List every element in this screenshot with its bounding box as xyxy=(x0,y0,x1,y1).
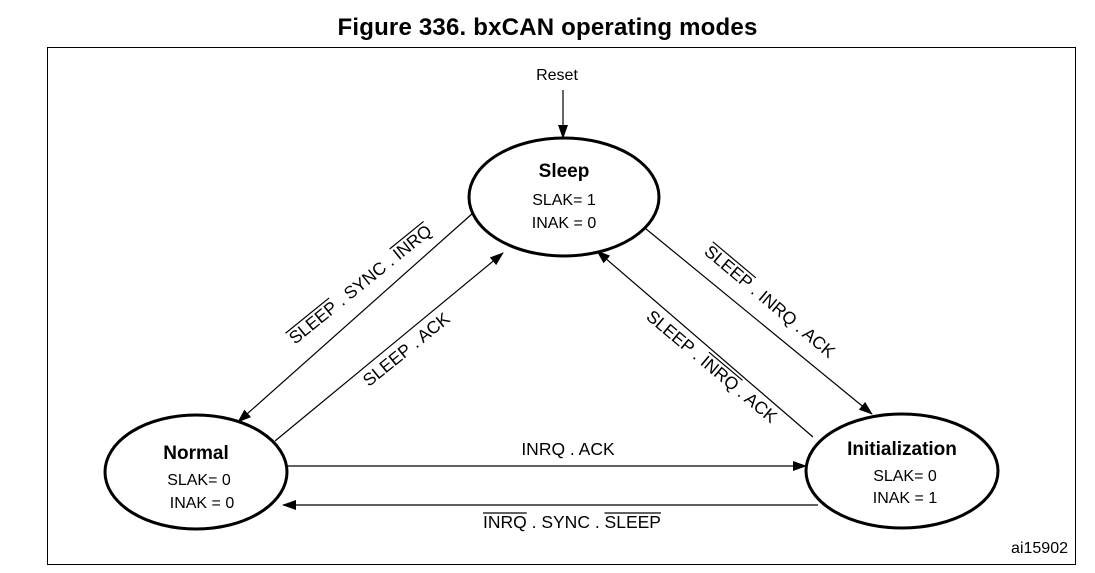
label-part: SLEEP . xyxy=(643,306,710,367)
label-sleep-to-normal: SLEEP . SYNC . INRQ xyxy=(285,221,436,348)
state-sleep: Sleep SLAK= 1 INAK = 0 xyxy=(467,136,661,258)
state-normal: Normal SLAK= 0 INAK = 0 xyxy=(103,413,289,531)
overbar xyxy=(285,297,330,334)
state-normal-inak: INAK = 0 xyxy=(170,495,235,512)
state-normal-name: Normal xyxy=(163,443,228,464)
label-init-to-normal: INRQ . SYNC . SLEEP xyxy=(483,512,661,532)
label-init-to-sleep-text: SLEEP . INRQ . ACK xyxy=(643,306,782,427)
edge-init-to-sleep xyxy=(596,250,814,438)
label-part: INRQ xyxy=(389,221,436,264)
state-sleep-name: Sleep xyxy=(539,161,590,182)
label-part: SLEEP xyxy=(701,241,757,292)
edge-sleep-to-normal xyxy=(237,212,474,423)
label-part: SLEEP xyxy=(285,297,341,348)
overbar xyxy=(712,241,757,279)
label-sleep-to-normal-text: SLEEP . SYNC . INRQ xyxy=(285,221,436,348)
state-initialization-inak: INAK = 1 xyxy=(873,490,938,507)
state-normal-slak: SLAK= 0 xyxy=(167,472,231,489)
state-sleep-inak: INAK = 0 xyxy=(532,215,597,232)
reset-label: Reset xyxy=(536,67,578,84)
label-normal-to-init: INRQ . ACK xyxy=(521,439,615,459)
figure-title: Figure 336. bxCAN operating modes xyxy=(337,14,758,41)
state-initialization: Initialization SLAK= 0 INAK = 1 xyxy=(804,412,1000,530)
state-initialization-slak: SLAK= 0 xyxy=(873,468,937,485)
label-normal-to-sleep-text: SLEEP . ACK xyxy=(359,308,454,390)
label-part: . SYNC . xyxy=(329,248,402,313)
state-initialization-name: Initialization xyxy=(847,439,957,460)
figure-frame xyxy=(47,47,1076,565)
figure-ref-id: ai15902 xyxy=(1011,540,1068,557)
label-init-to-sleep: SLEEP . INRQ . ACK xyxy=(643,306,782,427)
edge-sleep-to-init xyxy=(639,223,873,415)
label-part: INRQ xyxy=(483,512,527,532)
label-normal-to-sleep: SLEEP . ACK xyxy=(359,308,454,390)
label-part: . INRQ . ACK xyxy=(744,277,840,362)
label-sleep-to-init-text: SLEEP . INRQ . ACK xyxy=(701,241,840,362)
overbar xyxy=(389,220,424,250)
overbar xyxy=(708,351,743,381)
label-part: . SYNC . xyxy=(527,512,605,532)
state-sleep-slak: SLAK= 1 xyxy=(532,192,596,209)
label-sleep-to-init: SLEEP . INRQ . ACK xyxy=(701,241,840,362)
label-part: SLEEP xyxy=(605,512,661,532)
edge-normal-to-sleep xyxy=(274,252,504,442)
